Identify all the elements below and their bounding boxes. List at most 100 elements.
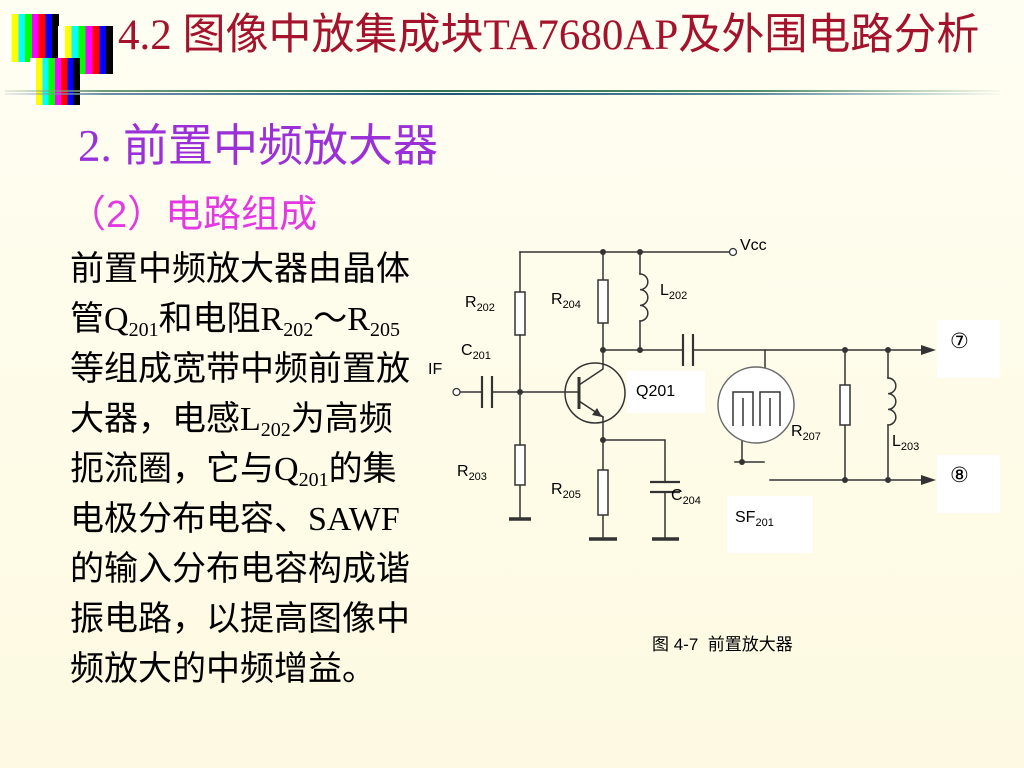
junction-dot — [600, 437, 606, 443]
label-r204: R204 — [551, 291, 581, 311]
label-letter: R — [791, 423, 803, 440]
transistor-collector — [577, 349, 604, 387]
body-line: 的输入分布电容构成谐 — [70, 545, 415, 595]
slide-title: 4.2 图像中放集成块TA7680AP及外围电路分析 — [118, 12, 980, 59]
junction-dots — [517, 249, 891, 483]
terminal-vcc — [728, 247, 738, 257]
label-c201: C201 — [461, 342, 491, 362]
junction-dot — [842, 477, 848, 483]
bypass-wire — [602, 439, 666, 539]
saw-filter-sf201 — [717, 366, 795, 444]
label-r207: R207 — [791, 423, 821, 443]
color-bar-block — [30, 58, 80, 105]
body-text-run: 大器，电感L — [70, 401, 261, 438]
body-text-run: 等组成宽带中频前置放 — [70, 351, 410, 388]
label-letter: L — [660, 282, 669, 299]
label-letter: L — [892, 433, 901, 450]
label-vcc: Vcc — [740, 237, 767, 254]
label-c204: C204 — [671, 487, 701, 507]
label-index: 204 — [563, 299, 581, 311]
body-line: 大器，电感L202为高频 — [70, 395, 415, 445]
output-arrow-icon — [921, 475, 936, 485]
body-line: 管Q201和电阻R202～R205 — [70, 295, 415, 345]
junction-dot — [517, 389, 523, 395]
label-index: 201 — [755, 517, 773, 529]
inductor-l202 — [639, 273, 649, 322]
label-letter: R — [465, 294, 477, 311]
label-letter: R — [457, 463, 469, 480]
label-index: 205 — [563, 489, 581, 501]
label-sf201: SF201 — [735, 509, 774, 529]
body-text-run: 和电阻R — [158, 301, 284, 338]
label-index: 204 — [683, 495, 701, 507]
saw-filter-body — [717, 366, 795, 444]
body-subscript: 205 — [369, 319, 400, 341]
inductor-l203 — [887, 377, 897, 426]
body-subscript: 202 — [260, 419, 291, 441]
junction-dot — [842, 347, 848, 353]
label-index: 202 — [477, 302, 495, 314]
resistor-r207 — [839, 384, 851, 426]
output-8-box — [937, 455, 1000, 513]
junction-dot — [885, 477, 891, 483]
resistor-r202 — [514, 291, 526, 336]
capacitor-c204 — [650, 480, 680, 494]
label-index: 203 — [901, 441, 919, 453]
label-r205: R205 — [551, 481, 581, 501]
body-text-run: 电极分布电容、SAWF — [70, 501, 400, 538]
label-letter: C — [461, 342, 473, 359]
junction-dot — [637, 347, 643, 353]
q201-label-box — [627, 371, 705, 413]
label-letter: SF — [735, 509, 756, 526]
label-l202: L202 — [660, 282, 687, 302]
body-line: 前置中频放大器由晶体 — [70, 245, 415, 295]
body-line: 电极分布电容、SAWF — [70, 495, 415, 545]
label-index: 207 — [803, 431, 821, 443]
output-arrow-icon — [921, 345, 936, 355]
color-bar-block — [5, 14, 59, 62]
subsection-heading: （2）电路组成 — [68, 194, 318, 236]
resistor-r204 — [597, 279, 609, 324]
body-text-run: 扼流圈，它与Q — [70, 451, 299, 488]
resistor-r203 — [514, 444, 526, 486]
label-output-8: ⑧ — [950, 464, 969, 487]
body-line: 振电路，以提高图像中 — [70, 595, 415, 645]
junction-dot — [600, 249, 606, 255]
body-subscript: 201 — [128, 319, 159, 341]
label-if: IF — [428, 361, 442, 378]
label-q201: Q201 — [636, 383, 675, 400]
section-heading: 2. 前置中频放大器 — [78, 121, 439, 171]
saw-output-electrode — [759, 391, 781, 426]
sf201-label-box — [727, 496, 813, 553]
body-text-run: ～R — [313, 301, 370, 338]
body-line: 扼流圈，它与Q201的集 — [70, 445, 415, 495]
body-text-run: 前置中频放大器由晶体 — [70, 251, 410, 288]
label-index: 202 — [669, 290, 687, 302]
saw-input-electrode — [732, 391, 754, 426]
body-text-run: 频放大的中频增益。 — [70, 651, 376, 688]
body-subscript: 202 — [283, 319, 314, 341]
body-line: 频放大的中频增益。 — [70, 645, 415, 695]
body-subscript: 201 — [298, 469, 329, 491]
terminal-if — [452, 387, 461, 397]
body-text-run: 的集 — [328, 451, 397, 488]
title-divider — [5, 90, 1000, 96]
body-text-run: 为高频 — [290, 401, 393, 438]
transistor-q201 — [564, 349, 626, 424]
label-letter: R — [551, 481, 563, 498]
label-letter: R — [551, 291, 563, 308]
label-index: 203 — [469, 471, 487, 483]
preamp-circuit-diagram: Vcc IF R202 C201 R204 L202 R203 R205 C20… — [428, 237, 1000, 553]
label-l203: L203 — [892, 433, 919, 453]
label-index: 201 — [473, 350, 491, 362]
capacitor-c201 — [480, 376, 494, 408]
emitter-arrow-icon — [592, 408, 602, 417]
body-line: 等组成宽带中频前置放 — [70, 345, 415, 395]
body-text-run: 管Q — [70, 301, 129, 338]
body-text-run: 的输入分布电容构成谐 — [70, 551, 410, 588]
label-letter: C — [671, 487, 683, 504]
junction-dot — [739, 459, 745, 465]
label-r202: R202 — [465, 294, 495, 314]
label-r203: R203 — [457, 463, 487, 483]
